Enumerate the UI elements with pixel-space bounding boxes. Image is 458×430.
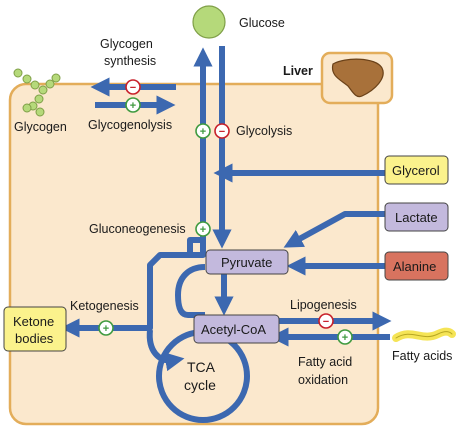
stimulate-sign: + bbox=[200, 126, 206, 138]
inhibit-marker-lipogenesis: − bbox=[318, 313, 334, 329]
stimulate-sign: + bbox=[103, 323, 109, 335]
glycolysis-label: Glycolysis bbox=[236, 124, 292, 138]
glycogen-label: Glycogen bbox=[14, 120, 67, 134]
fatty-acid-oxidation-label-2: oxidation bbox=[298, 373, 348, 387]
lipogenesis-label: Lipogenesis bbox=[290, 298, 357, 312]
fatty-acid-icon-outline bbox=[395, 331, 453, 339]
lactate-arrow bbox=[283, 211, 385, 248]
ketogenesis-label: Ketogenesis bbox=[70, 299, 139, 313]
acetylcoa-into-tca-arrow bbox=[146, 329, 185, 372]
stimulate-marker-glycogenolysis: + bbox=[125, 97, 141, 113]
pyruvate-label: Pyruvate bbox=[221, 255, 272, 270]
stimulate-marker-fatty-acid-oxidation: + bbox=[337, 329, 353, 345]
ketone-bodies-label-2: bodies bbox=[15, 331, 54, 346]
ketone-bodies-label-1: Ketone bbox=[13, 314, 54, 329]
alanine-label: Alanine bbox=[393, 259, 436, 274]
stimulate-sign: + bbox=[342, 332, 348, 344]
glycogen-synthesis-label-2: synthesis bbox=[104, 54, 156, 68]
fatty-acids-label: Fatty acids bbox=[392, 349, 452, 363]
lactate-box bbox=[384, 202, 449, 232]
acetyl-coa-box bbox=[193, 314, 280, 344]
glycerol-label: Glycerol bbox=[392, 163, 440, 178]
lactate-label: Lactate bbox=[395, 210, 438, 225]
glycogen-synthesis-label-1: Glycogen bbox=[100, 37, 153, 51]
inhibit-sign: − bbox=[219, 126, 225, 138]
stimulate-marker-ketogenesis: + bbox=[98, 320, 114, 336]
inhibit-marker-glycolysis: − bbox=[214, 123, 230, 139]
glycerol-box bbox=[384, 155, 449, 185]
stimulate-sign: + bbox=[200, 224, 206, 236]
inhibit-sign: − bbox=[323, 316, 329, 328]
glycogen-icon bbox=[13, 68, 61, 117]
stimulate-sign: + bbox=[130, 100, 136, 112]
pyruvate-box bbox=[205, 249, 289, 275]
inhibit-sign: − bbox=[130, 82, 136, 94]
glycogenolysis-label: Glycogenolysis bbox=[88, 118, 172, 132]
glucose-label: Glucose bbox=[239, 16, 285, 30]
stimulate-marker-gluconeogenesis: + bbox=[195, 221, 211, 237]
inhibit-marker-glycogen-synthesis: − bbox=[125, 79, 141, 95]
gluconeogenesis-main-arrow bbox=[187, 47, 213, 258]
alanine-box bbox=[384, 251, 449, 281]
acetyl-coa-label: Acetyl-CoA bbox=[201, 322, 266, 337]
gluconeogenesis-label: Gluconeogenesis bbox=[89, 222, 186, 236]
liver-label: Liver bbox=[283, 64, 313, 78]
fatty-acid-oxidation-label-1: Fatty acid bbox=[298, 355, 352, 369]
stimulate-marker-gluconeogenesis-upper: + bbox=[195, 123, 211, 139]
tca-label-2: cycle bbox=[184, 377, 216, 393]
ketone-bodies-box bbox=[3, 306, 67, 352]
liver-icon bbox=[331, 58, 384, 98]
ketogenesis-arrow bbox=[60, 234, 206, 338]
acetylcoa-to-pyruvate-path bbox=[174, 264, 206, 318]
glucose-circle bbox=[192, 5, 226, 39]
tca-label-1: TCA bbox=[187, 359, 216, 375]
